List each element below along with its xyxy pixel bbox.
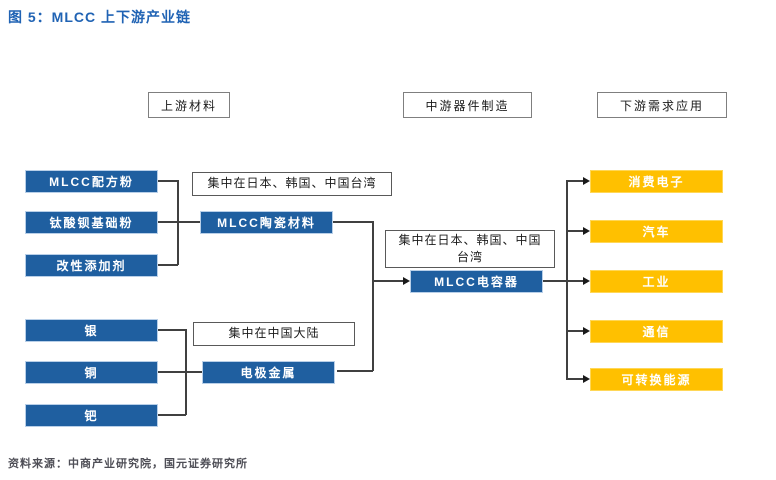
- connector-line: [567, 330, 583, 332]
- connector-line: [158, 371, 202, 373]
- connector-line: [177, 180, 179, 265]
- arrow-right-icon: [583, 177, 590, 185]
- box-mlcc-ceramic-material: MLCC陶瓷材料: [200, 211, 333, 234]
- connector-line: [337, 370, 373, 372]
- material-box-palladium: 钯: [25, 404, 158, 427]
- connector-line: [158, 414, 186, 416]
- app-box-communication: 通信: [590, 320, 723, 343]
- header-midstream: 中游器件制造: [403, 92, 532, 118]
- material-box-copper: 铜: [25, 361, 158, 384]
- app-box-automotive: 汽车: [590, 220, 723, 243]
- app-box-convertible-energy: 可转换能源: [590, 368, 723, 391]
- connector-line: [372, 280, 403, 282]
- connector-line: [543, 280, 568, 282]
- app-box-industrial: 工业: [590, 270, 723, 293]
- note-metal-region: 集中在中国大陆: [193, 322, 355, 346]
- header-upstream: 上游材料: [148, 92, 230, 118]
- arrow-right-icon: [583, 277, 590, 285]
- connector-line: [158, 264, 178, 266]
- note-ceramic-region: 集中在日本、韩国、中国台湾: [192, 172, 392, 196]
- connector-line: [372, 221, 374, 371]
- box-mlcc-capacitor: MLCC电容器: [410, 270, 543, 293]
- connector-line: [567, 378, 583, 380]
- connector-line: [566, 180, 568, 380]
- connector-line: [158, 180, 178, 182]
- arrow-right-icon: [583, 327, 590, 335]
- connector-line: [158, 221, 200, 223]
- note-capacitor-region: 集中在日本、韩国、中国台湾: [385, 230, 555, 268]
- header-downstream: 下游需求应用: [597, 92, 727, 118]
- arrow-right-icon: [583, 375, 590, 383]
- connector-line: [567, 280, 583, 282]
- connector-line: [567, 230, 583, 232]
- source-note: 资料来源：中商产业研究院，国元证券研究所: [8, 458, 248, 470]
- connector-line: [158, 329, 186, 331]
- material-box-barium-titanate-powder: 钛酸钡基础粉: [25, 211, 158, 234]
- arrow-right-icon: [583, 227, 590, 235]
- connector-line: [185, 329, 187, 415]
- material-box-mlcc-formula-powder: MLCC配方粉: [25, 170, 158, 193]
- connector-line: [567, 180, 583, 182]
- figure-title: 图 5：MLCC 上下游产业链: [8, 9, 191, 25]
- box-electrode-metal: 电极金属: [202, 361, 335, 384]
- material-box-modified-additive: 改性添加剂: [25, 254, 158, 277]
- material-box-silver: 银: [25, 319, 158, 342]
- connector-line: [333, 221, 373, 223]
- arrow-right-icon: [403, 277, 410, 285]
- app-box-consumer-electronics: 消费电子: [590, 170, 723, 193]
